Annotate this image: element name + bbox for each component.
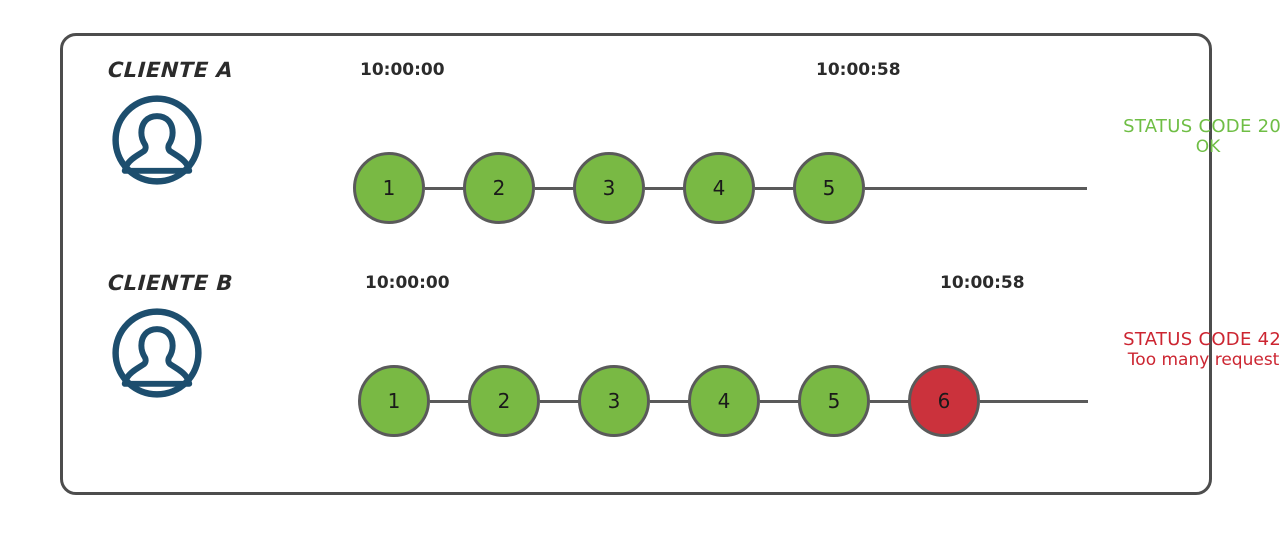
connector-to-status xyxy=(980,400,1088,403)
request-node[interactable]: 2 xyxy=(468,365,540,437)
status-message-b: Too many requests xyxy=(1127,350,1280,371)
connector xyxy=(755,187,795,190)
connector xyxy=(645,187,685,190)
connector xyxy=(425,187,465,190)
connector xyxy=(650,400,690,403)
time-label-b-start: 10:00:00 xyxy=(365,273,450,293)
request-track-b: 1 2 3 4 5 6 xyxy=(303,321,1203,437)
request-node-rejected[interactable]: 6 xyxy=(908,365,980,437)
client-a-label: CLIENTE A xyxy=(107,58,234,82)
status-message-a: OK xyxy=(1195,137,1221,158)
request-node[interactable]: 2 xyxy=(463,152,535,224)
user-avatar-icon xyxy=(111,307,203,399)
time-label-a-end: 10:00:58 xyxy=(816,60,901,80)
status-code-b: STATUS CODE 429 xyxy=(1123,329,1280,350)
connector xyxy=(535,187,575,190)
client-b-label: CLIENTE B xyxy=(107,271,234,295)
status-block-a: STATUS CODE 200 OK xyxy=(1093,116,1280,157)
request-node[interactable]: 1 xyxy=(358,365,430,437)
connector-to-status xyxy=(865,187,1087,190)
timeline-a: 10:00:00 10:00:58 1 2 3 4 5 STATUS CODE … xyxy=(303,58,1280,258)
request-node[interactable]: 5 xyxy=(793,152,865,224)
user-avatar-icon xyxy=(111,94,203,186)
connector xyxy=(430,400,470,403)
status-block-b: STATUS CODE 429 Too many requests xyxy=(1093,329,1280,370)
time-label-a-start: 10:00:00 xyxy=(360,60,445,80)
request-node[interactable]: 4 xyxy=(688,365,760,437)
client-row-a: CLIENTE A 10:00:00 10:00:58 1 2 3 4 5 xyxy=(63,58,1280,258)
status-code-a: STATUS CODE 200 xyxy=(1123,116,1280,137)
request-node[interactable]: 3 xyxy=(578,365,650,437)
time-label-b-end: 10:00:58 xyxy=(940,273,1025,293)
client-row-b: CLIENTE B 10:00:00 10:00:58 1 2 3 4 xyxy=(63,271,1280,471)
connector xyxy=(870,400,910,403)
timeline-b: 10:00:00 10:00:58 1 2 3 4 5 6 STATUS COD… xyxy=(303,271,1280,471)
request-node[interactable]: 3 xyxy=(573,152,645,224)
request-node[interactable]: 1 xyxy=(353,152,425,224)
request-node[interactable]: 4 xyxy=(683,152,755,224)
connector xyxy=(540,400,580,403)
connector xyxy=(760,400,800,403)
request-node[interactable]: 5 xyxy=(798,365,870,437)
request-track-a: 1 2 3 4 5 xyxy=(303,108,1203,224)
diagram-frame: CLIENTE A 10:00:00 10:00:58 1 2 3 4 5 xyxy=(60,33,1280,495)
